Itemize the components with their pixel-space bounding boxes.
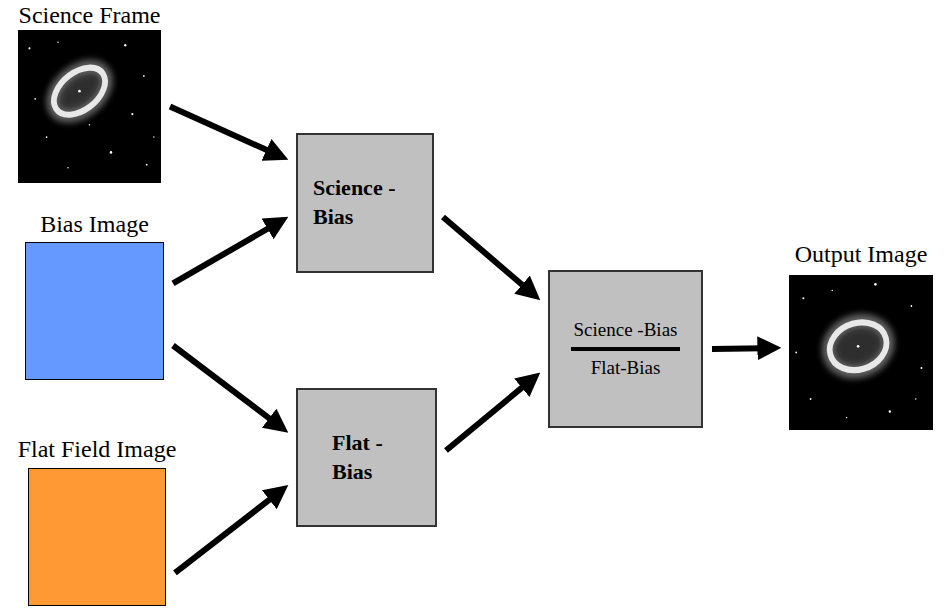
output-image: Output Image bbox=[789, 275, 933, 430]
division-box: Science -BiasFlat-Bias bbox=[548, 270, 703, 428]
image-label: Flat Field Image bbox=[18, 436, 177, 462]
numerator-text: Science -Bias bbox=[571, 319, 681, 351]
box-text: Flat -Bias bbox=[332, 429, 401, 486]
science-frame-picture bbox=[18, 30, 161, 183]
arrow-connector bbox=[170, 107, 275, 154]
image-label: Bias Image bbox=[40, 211, 149, 237]
arrow-connector bbox=[175, 494, 277, 573]
box-text: Science -Bias bbox=[313, 174, 405, 231]
denominator-text: Flat-Bias bbox=[588, 351, 664, 380]
arrow-connector bbox=[173, 346, 277, 425]
image-label: Science Frame bbox=[19, 2, 161, 28]
arrow-connector bbox=[173, 224, 276, 283]
image-label: Output Image bbox=[795, 241, 928, 267]
arrow-connector bbox=[446, 382, 529, 451]
arrow-connector bbox=[443, 217, 529, 291]
output-picture bbox=[789, 275, 933, 430]
process-box: Flat -Bias bbox=[296, 388, 437, 527]
science-frame: Science Frame bbox=[18, 30, 161, 183]
process-box: Science -Bias bbox=[296, 133, 434, 273]
bias-image-box: Bias Image bbox=[25, 242, 164, 380]
arrow-connector bbox=[712, 345, 767, 352]
flat-field-box: Flat Field Image bbox=[28, 468, 166, 606]
